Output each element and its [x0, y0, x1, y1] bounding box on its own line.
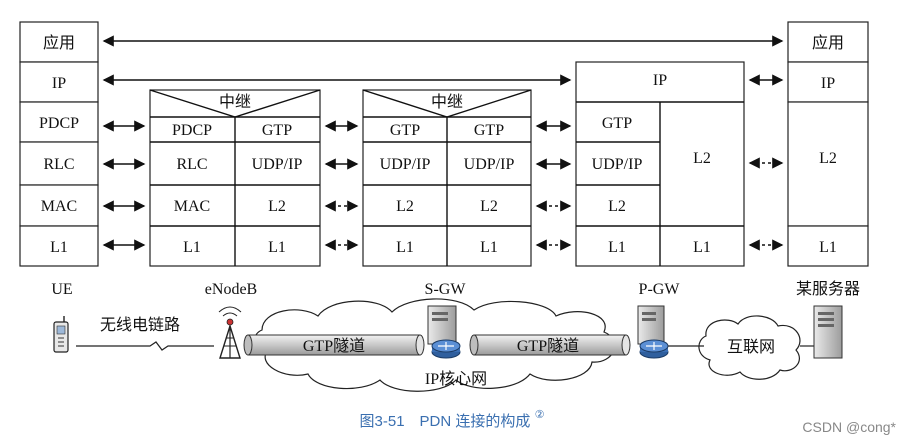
sgw-right-layer: L1	[480, 239, 498, 256]
enodeb-right-layer: GTP	[262, 122, 292, 139]
ue-l1-cell	[19, 225, 99, 267]
tunnel1-label: GTP隧道	[303, 337, 365, 355]
pgw-ip-label: IP	[653, 72, 667, 89]
ip-core-label: IP核心网	[425, 370, 487, 388]
server-l1-cell	[787, 225, 869, 267]
enodeb-left-layer: PDCP	[172, 122, 212, 139]
ue-node-label: UE	[51, 281, 72, 298]
sgw-relay-label: 中继	[431, 93, 463, 111]
server-icon	[813, 305, 843, 359]
wireless-link-label: 无线电链路	[100, 316, 180, 334]
pgw-left-layer: UDP/IP	[592, 156, 643, 173]
enodeb-node-label: eNodeB	[205, 281, 257, 298]
pgw-node-label: P-GW	[639, 281, 681, 298]
pgw-stack: IP GTP UDP/IP L2 L1 L2 L1	[575, 61, 745, 267]
phone-icon	[53, 316, 69, 353]
server-layer-label: L2	[819, 150, 837, 167]
ue-rlc-cell	[19, 141, 99, 186]
ue-layer-label: 应用	[43, 33, 75, 52]
pgw-left-layer: GTP	[602, 115, 632, 132]
tunnel2-label: GTP隧道	[517, 337, 579, 355]
pgw-left-layer: L2	[608, 198, 626, 215]
sgw-right-layer: GTP	[474, 122, 504, 139]
server-layer-label: IP	[821, 75, 835, 92]
ue-layer-label: RLC	[43, 156, 74, 173]
ue-app-cell	[19, 21, 99, 63]
pgw-server-icon	[637, 305, 665, 345]
wireless-link-line	[76, 341, 214, 351]
ue-stack: 应用 IP PDCP RLC MAC L1	[19, 21, 99, 267]
server-layer-label: 应用	[812, 33, 844, 52]
sgw-router-icon	[431, 339, 461, 359]
server-ip-cell	[787, 61, 869, 103]
sgw-left-layer: L2	[396, 198, 414, 215]
enodeb-stack: 中继 PDCP RLC MAC L1 GTP UDP/IP L2 L1	[149, 89, 321, 267]
enodeb-left-layer: L1	[183, 239, 201, 256]
figure-caption: 图3-51 PDN 连接的构成 ②	[360, 409, 545, 430]
sgw-server-icon	[427, 305, 457, 345]
server-stack: 应用 IP L2 L1	[787, 21, 869, 267]
sgw-node-label: S-GW	[425, 281, 467, 298]
peer-arrows	[102, 35, 784, 251]
enodeb-left-layer: RLC	[176, 156, 207, 173]
ue-layer-label: MAC	[41, 198, 77, 215]
sgw-stack: 中继 GTP UDP/IP L2 L1 GTP UDP/IP L2 L1	[362, 89, 532, 267]
enodeb-right-layer: UDP/IP	[252, 156, 303, 173]
server-l2-cell	[787, 101, 869, 227]
gtp-tunnel-1	[243, 334, 425, 356]
node-labels: UE eNodeB S-GW P-GW 某服务器	[51, 280, 860, 298]
enodeb-right-layer: L2	[268, 198, 286, 215]
server-node-label: 某服务器	[796, 280, 860, 298]
sgw-right-layer: UDP/IP	[464, 156, 515, 173]
pgw-router-icon	[639, 339, 669, 359]
ue-layer-label: IP	[52, 75, 66, 92]
enodeb-relay-label: 中继	[219, 93, 251, 111]
enodeb-right-layer: L1	[268, 239, 286, 256]
internet-cloud	[698, 315, 801, 380]
pgw-right-l1-label: L1	[693, 239, 711, 256]
internet-label: 互联网	[727, 338, 775, 356]
pgw-left-layer: L1	[608, 239, 626, 256]
watermark: CSDN @cong*	[802, 419, 896, 435]
caption-footnote: ②	[535, 409, 545, 421]
sgw-left-layer: UDP/IP	[380, 156, 431, 173]
antenna-tower-icon	[218, 306, 242, 359]
pgw-right-l2-label: L2	[693, 150, 711, 167]
gtp-tunnel-2	[469, 334, 631, 356]
enodeb-left-layer: MAC	[174, 198, 210, 215]
caption-text: 图3-51 PDN 连接的构成	[360, 413, 531, 430]
ue-layer-label: L1	[50, 239, 68, 256]
ue-layer-label: PDCP	[39, 115, 79, 132]
server-layer-label: L1	[819, 239, 837, 256]
sgw-right-layer: L2	[480, 198, 498, 215]
ue-ip-cell	[19, 61, 99, 103]
sgw-left-layer: GTP	[390, 122, 420, 139]
sgw-left-layer: L1	[396, 239, 414, 256]
